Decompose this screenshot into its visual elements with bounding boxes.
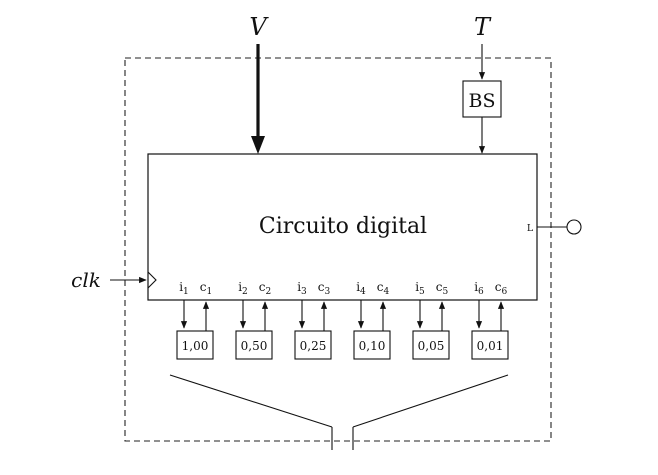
coin-value-label-2: 0,50 xyxy=(241,339,268,353)
port-6-i-label-subscript: 6 xyxy=(478,287,484,297)
port-6-c-label: c6 xyxy=(495,280,508,297)
port-3-c-label: c3 xyxy=(318,280,331,297)
port-6-i-label-letter: i xyxy=(474,280,478,294)
port-4-c-label: c4 xyxy=(377,280,390,297)
coin-value-box-3 xyxy=(294,330,332,360)
coin-value-label-3: 0,25 xyxy=(300,339,327,353)
coin-value-box-4 xyxy=(353,330,391,360)
port-4-i-label-letter: i xyxy=(356,280,360,294)
t-input-label: T xyxy=(474,13,492,41)
port-1-c-label-subscript: 1 xyxy=(207,287,213,297)
port-1-i-label: i1 xyxy=(179,280,189,297)
port-2-c-label-subscript: 2 xyxy=(266,287,272,297)
circuit-block-label: Circuito digital xyxy=(259,214,427,239)
bs-box-label: BS xyxy=(469,90,496,112)
port-1-i-label-subscript: 1 xyxy=(183,287,189,297)
coin-value-box-6 xyxy=(471,330,509,360)
coin-value-label-1: 1,00 xyxy=(182,339,209,353)
funnel-right-line xyxy=(352,374,509,428)
circuit-block xyxy=(147,153,538,301)
port-2-i-label: i2 xyxy=(238,280,248,297)
port-5-c-label-letter: c xyxy=(436,280,443,294)
output-indicator-circle xyxy=(566,219,582,235)
clock-edge-triangle xyxy=(147,271,157,289)
port-1-c-label-letter: c xyxy=(200,280,207,294)
port-4-i-label-subscript: 4 xyxy=(360,287,366,297)
port-5-c-label-subscript: 5 xyxy=(443,287,449,297)
port-6-c-label-subscript: 6 xyxy=(502,287,508,297)
port-6-c-label-letter: c xyxy=(495,280,502,294)
coin-value-box-2 xyxy=(235,330,273,360)
port-3-i-label: i3 xyxy=(297,280,307,297)
v-input-arrowhead xyxy=(251,136,265,154)
port-6-i-label: i6 xyxy=(474,280,484,297)
coin-value-label-6: 0,01 xyxy=(477,339,504,353)
port-5-c-label: c5 xyxy=(436,280,449,297)
port-1-c-label: c1 xyxy=(200,280,212,297)
coin-value-label-5: 0,05 xyxy=(418,339,445,353)
coin-value-box-1 xyxy=(176,330,214,360)
funnel-left-line xyxy=(169,374,333,428)
port-4-i-label: i4 xyxy=(356,280,366,297)
coin-value-label-4: 0,10 xyxy=(359,339,386,353)
port-2-c-label: c2 xyxy=(259,280,271,297)
output-label: L xyxy=(527,223,534,234)
port-4-c-label-subscript: 4 xyxy=(384,287,390,297)
port-1-i-label-letter: i xyxy=(179,280,183,294)
port-5-i-label: i5 xyxy=(415,280,425,297)
port-3-c-label-subscript: 3 xyxy=(325,287,331,297)
dashed-enclosure xyxy=(124,57,552,442)
port-2-i-label-letter: i xyxy=(238,280,242,294)
clk-input-label: clk xyxy=(71,268,101,292)
port-2-c-label-letter: c xyxy=(259,280,266,294)
port-5-i-label-subscript: 5 xyxy=(419,287,425,297)
port-3-i-label-letter: i xyxy=(297,280,301,294)
port-4-c-label-letter: c xyxy=(377,280,384,294)
port-2-i-label-subscript: 2 xyxy=(242,287,248,297)
port-3-c-label-letter: c xyxy=(318,280,325,294)
port-3-i-label-subscript: 3 xyxy=(301,287,307,297)
bs-box xyxy=(462,80,502,118)
coin-value-box-5 xyxy=(412,330,450,360)
v-input-label: V xyxy=(249,13,269,41)
port-5-i-label-letter: i xyxy=(415,280,419,294)
